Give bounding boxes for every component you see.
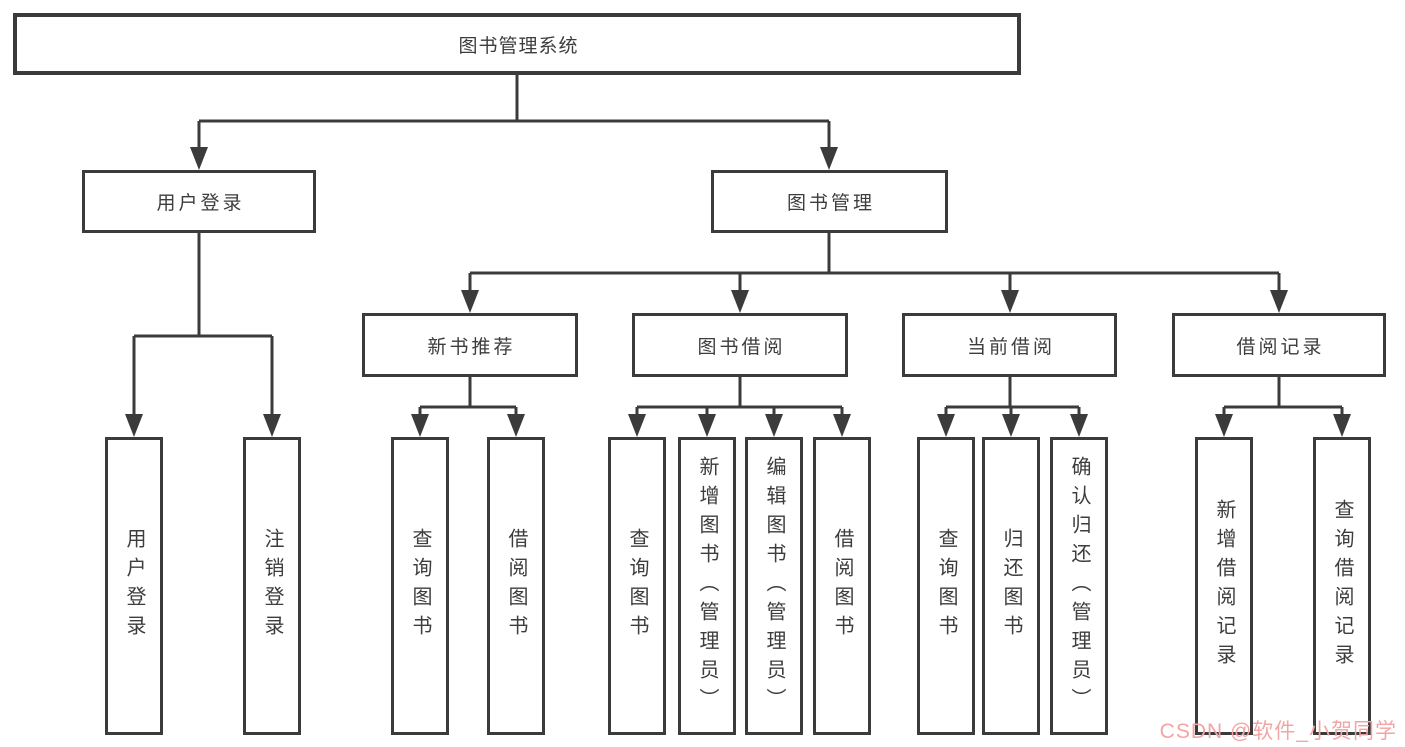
leaf-query-book-3: 查询图书	[917, 437, 975, 735]
leaf-logout: 注销登录	[243, 437, 301, 735]
node-current-borrow: 当前借阅	[902, 313, 1117, 377]
leaf-edit-book-admin: 编辑图书（管理员）	[745, 437, 803, 735]
leaf-query-book-1: 查询图书	[391, 437, 449, 735]
node-library-management-system: 图书管理系统	[13, 13, 1021, 75]
leaf-query-borrow-record: 查询借阅记录	[1313, 437, 1371, 735]
node-user-login: 用户登录	[82, 170, 316, 233]
leaf-borrow-book-2: 借阅图书	[813, 437, 871, 735]
leaf-add-book-admin: 新增图书（管理员）	[678, 437, 736, 735]
node-book-borrow: 图书借阅	[632, 313, 848, 377]
leaf-borrow-book-1: 借阅图书	[487, 437, 545, 735]
leaf-confirm-return-admin: 确认归还（管理员）	[1050, 437, 1108, 735]
leaf-add-borrow-record: 新增借阅记录	[1195, 437, 1253, 735]
leaf-query-book-2: 查询图书	[608, 437, 666, 735]
leaf-return-book: 归还图书	[982, 437, 1040, 735]
node-borrow-records: 借阅记录	[1172, 313, 1386, 377]
leaf-user-login: 用户登录	[105, 437, 163, 735]
node-book-management: 图书管理	[711, 170, 948, 233]
csdn-watermark: CSDN @软件_小贺同学	[1159, 720, 1397, 743]
node-new-book-recommend: 新书推荐	[362, 313, 578, 377]
